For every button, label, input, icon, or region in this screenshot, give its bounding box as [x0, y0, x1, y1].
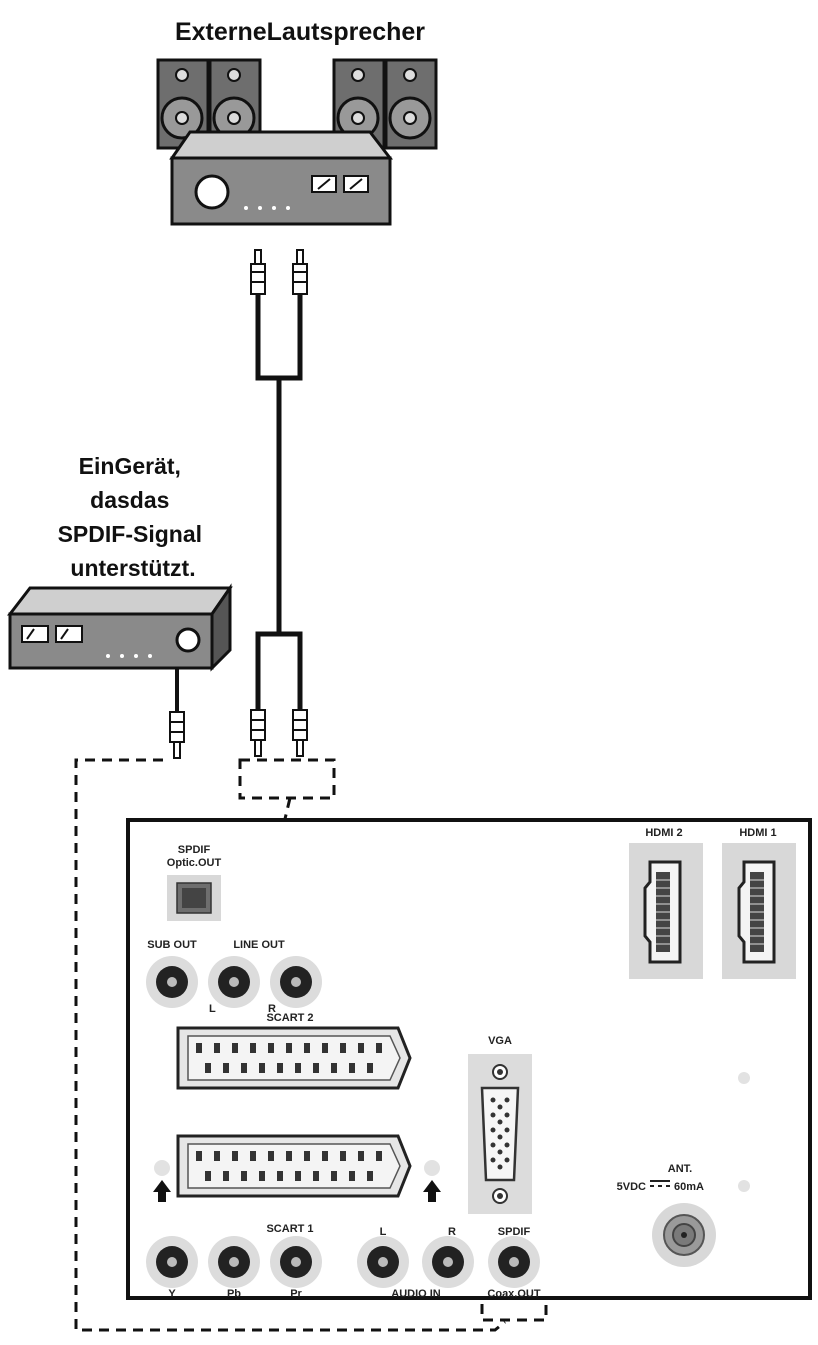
spdif-device [6, 583, 233, 672]
hdmi2-port [629, 843, 703, 979]
screw-hole-left [154, 1160, 170, 1176]
audio-in-r-label: R [448, 1226, 456, 1238]
speaker-left-outer [156, 58, 210, 150]
speaker-right-outer [384, 58, 438, 150]
spdif-device-line-4: unterstützt. [70, 555, 195, 581]
hdmi1-port [722, 843, 796, 979]
spdif-optic-port [167, 875, 221, 921]
scart1-port [176, 1134, 412, 1198]
coax-out-label: Coax.OUT [487, 1288, 540, 1300]
rca-plug-upper-left [250, 249, 266, 295]
audio-in-l-label: L [380, 1226, 387, 1238]
power-voltage-label: 5VDC [617, 1181, 646, 1193]
pb-jack [208, 1236, 260, 1288]
spdif-optic-label-1: SPDIF [178, 844, 211, 856]
vga-label: VGA [488, 1035, 512, 1047]
spdif-device-line-2: dasdas [90, 487, 169, 513]
scart2-port [176, 1026, 412, 1090]
arrow-up-right-icon [423, 1180, 441, 1202]
spdif-device-label: EinGerät, dasdas SPDIF-Signal unterstütz… [58, 453, 209, 581]
coax-out-jack [488, 1236, 540, 1288]
spdif-device-line-3: SPDIF-Signal [58, 521, 202, 547]
line-out-label: LINE OUT [233, 939, 285, 951]
scart1-label: SCART 1 [266, 1223, 313, 1235]
spdif-coax-label: SPDIF [498, 1226, 531, 1238]
hdmi2-label: HDMI 2 [645, 827, 682, 839]
sub-out-jack [146, 956, 198, 1008]
y-label: Y [168, 1288, 176, 1300]
audio-cable [255, 294, 303, 710]
line-out-plug-zone [238, 758, 336, 800]
line-out-r-label: R [268, 1003, 276, 1015]
vga-port [468, 1054, 532, 1214]
line-out-l-jack [208, 956, 260, 1008]
pr-jack [270, 1236, 322, 1288]
pr-label: Pr [290, 1288, 302, 1300]
antenna-port [652, 1203, 716, 1267]
rca-plug-spdif [169, 711, 185, 759]
spdif-device-line-1: EinGerät, [79, 453, 181, 479]
antenna-label: ANT. [668, 1163, 692, 1175]
rca-plug-lower-right [292, 709, 308, 757]
screw-hole-right-lower [738, 1180, 750, 1192]
amplifier [169, 130, 394, 226]
speakers-title: ExterneLautsprecher [175, 18, 425, 46]
spdif-optic-label-2: Optic.OUT [167, 857, 222, 869]
y-jack [146, 1236, 198, 1288]
audio-in-l-jack [357, 1236, 409, 1288]
hdmi1-label: HDMI 1 [739, 827, 776, 839]
dc-symbol-icon [650, 1180, 670, 1187]
spdif-dashed-route [74, 758, 506, 1332]
audio-in-r-jack [422, 1236, 474, 1288]
screw-hole-right-upper [738, 1072, 750, 1084]
screw-hole-middle [424, 1160, 440, 1176]
line-out-l-label: L [209, 1003, 216, 1015]
scart2-label: SCART 2 [266, 1012, 313, 1024]
pb-label: Pb [227, 1288, 241, 1300]
power-current-label: 60mA [674, 1181, 704, 1193]
audio-in-label: AUDIO IN [391, 1288, 441, 1300]
sub-out-label: SUB OUT [147, 939, 197, 951]
arrow-up-left-icon [153, 1180, 171, 1202]
rca-plug-upper-right [292, 249, 308, 295]
rca-plug-lower-left [250, 709, 266, 757]
line-out-r-jack [270, 956, 322, 1008]
